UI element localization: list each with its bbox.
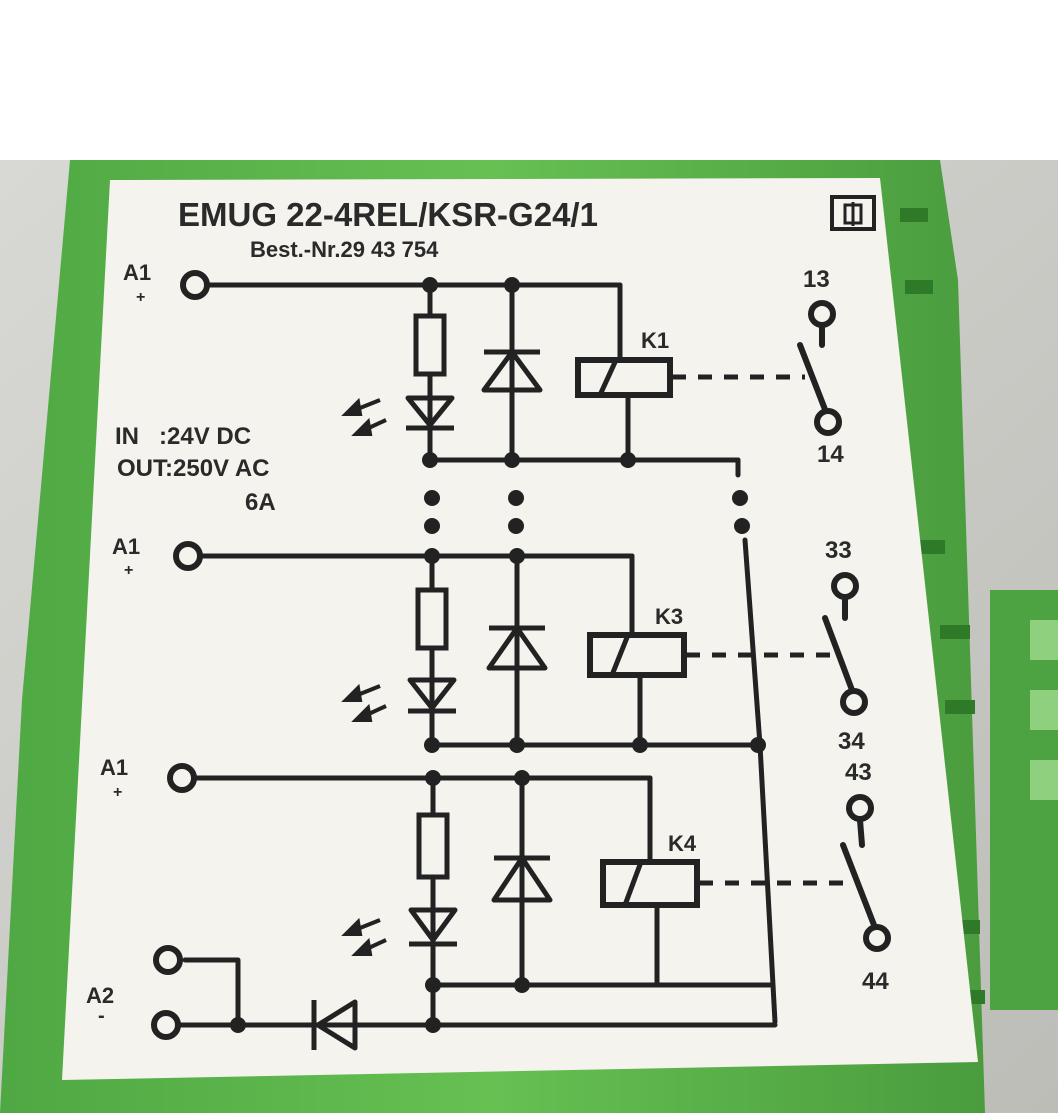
relay-k1-label: K1 — [641, 328, 669, 353]
resistors — [413, 313, 450, 880]
module-title: EMUG 22-4REL/KSR-G24/1 — [178, 196, 598, 233]
coil-windings — [597, 358, 644, 906]
relay-k3-label: K3 — [655, 604, 683, 629]
contact-13-label: 13 — [803, 266, 830, 293]
phoenix-logo — [830, 195, 876, 231]
contact-34-label: 34 — [838, 728, 865, 755]
freewheel-diodes — [481, 349, 553, 903]
terminal-slot-3 — [1030, 760, 1058, 800]
output-spec: OUT:250V AC — [117, 455, 269, 482]
terminal-a1-plus-2: + — [124, 562, 133, 579]
led-indicators — [405, 395, 458, 947]
top-margin — [0, 0, 1058, 160]
contact-14-label: 14 — [817, 441, 844, 468]
current-spec: 6A — [245, 489, 276, 516]
terminal-a1-label-1: A1 — [123, 260, 151, 285]
relay-coils — [575, 357, 700, 908]
terminal-slot-1 — [1030, 620, 1058, 660]
order-number: Best.-Nr.29 43 754 — [250, 237, 439, 262]
output-contacts — [797, 323, 877, 928]
terminal-a1-label-2: A1 — [112, 534, 140, 559]
relay-k4-label: K4 — [668, 831, 697, 856]
protection-diode — [311, 999, 358, 1051]
relay-linkage — [672, 374, 850, 886]
input-spec: IN :24V DC — [115, 423, 251, 450]
contact-33-label: 33 — [825, 537, 852, 564]
contact-44-label: 44 — [862, 968, 889, 995]
led-light-arrows — [341, 397, 387, 956]
terminal-slot-2 — [1030, 690, 1058, 730]
contact-terminals — [808, 300, 891, 952]
input-terminals — [151, 270, 210, 1040]
junction-dots — [230, 277, 766, 1033]
terminal-a1-plus-1: + — [136, 289, 145, 306]
terminal-a2-minus: - — [98, 1005, 105, 1027]
contact-43-label: 43 — [845, 759, 872, 786]
terminal-a1-label-3: A1 — [100, 755, 128, 780]
terminal-a2-label: A2 — [86, 983, 114, 1008]
terminal-a1-plus-3: + — [113, 784, 122, 801]
